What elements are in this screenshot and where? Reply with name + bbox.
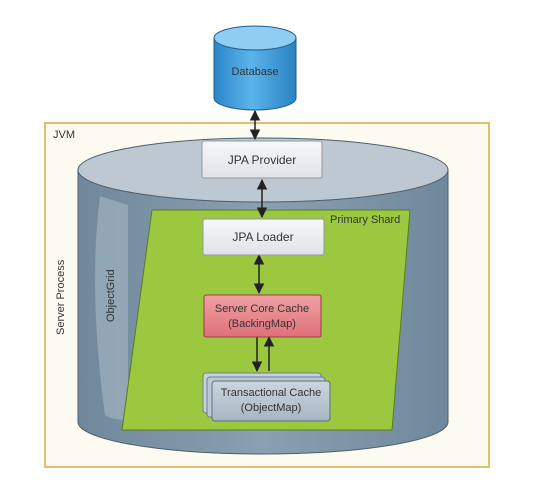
connector-arrows xyxy=(249,109,275,373)
transactional-cache-line2: (ObjectMap) xyxy=(241,402,302,414)
jpa-provider-label: JPA Provider xyxy=(228,153,296,167)
objectgrid-label: ObjectGrid xyxy=(105,269,117,322)
transactional-cache-line1: Transactional Cache xyxy=(221,387,321,399)
server-core-cache-box: Server Core Cache (BackingMap) xyxy=(203,294,322,338)
server-process-label: Server Process xyxy=(55,259,67,335)
transactional-cache-stack: Transactional Cache (ObjectMap) xyxy=(202,372,331,422)
server-core-cache-line2: (BackingMap) xyxy=(228,318,296,330)
database-label: Database xyxy=(231,66,278,78)
jpa-loader-label: JPA Loader xyxy=(232,230,293,244)
jpa-loader-box: JPA Loader xyxy=(202,218,325,256)
jpa-provider-box: JPA Provider xyxy=(201,140,323,179)
database-cylinder: Database xyxy=(213,25,297,111)
primary-shard-label: Primary Shard xyxy=(330,214,400,226)
server-core-cache-line1: Server Core Cache xyxy=(215,303,309,315)
jvm-label: JVM xyxy=(53,129,75,141)
